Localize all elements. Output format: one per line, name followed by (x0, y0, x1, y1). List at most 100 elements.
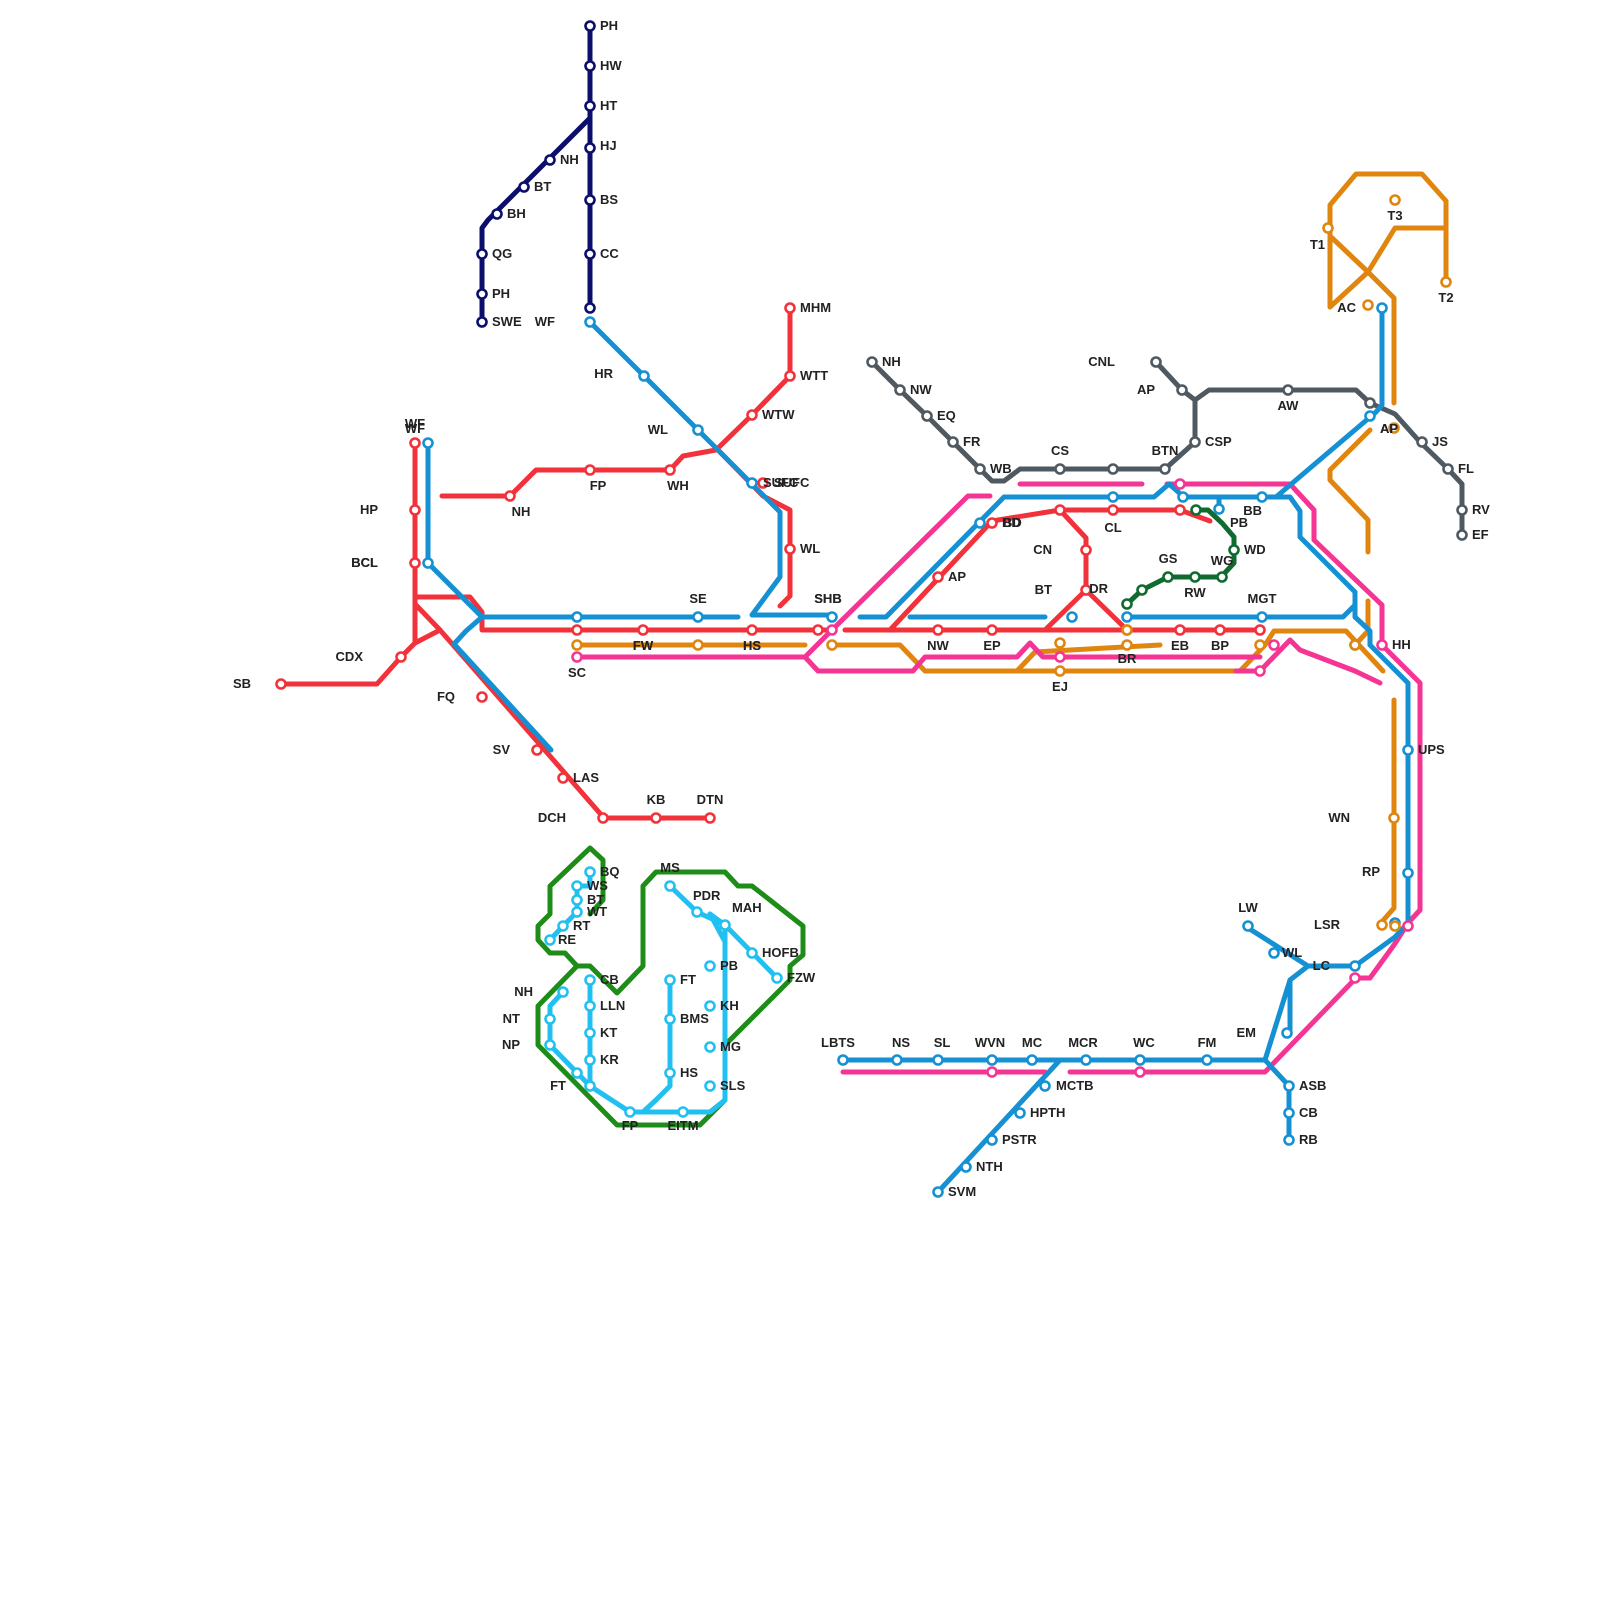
station-marker-blue-29[interactable] (934, 1056, 943, 1065)
station-marker-blue-14[interactable] (1258, 613, 1267, 622)
station-marker-cyan-3[interactable] (573, 908, 582, 917)
station-marker-blue-36[interactable] (1016, 1109, 1025, 1118)
station-marker-blue-26[interactable] (1285, 1136, 1294, 1145)
station-marker-orange-5[interactable] (1123, 626, 1132, 635)
station-marker-navy-6[interactable] (546, 156, 555, 165)
station-marker-cyan-11[interactable] (586, 1029, 595, 1038)
station-marker-pink-0[interactable] (573, 653, 582, 662)
station-marker-grey-7[interactable] (1161, 465, 1170, 474)
station-marker-blue-20[interactable] (1351, 962, 1360, 971)
station-marker-red-13[interactable] (478, 693, 487, 702)
station-marker-grey-5[interactable] (1056, 465, 1065, 474)
station-marker-navy-4[interactable] (586, 196, 595, 205)
station-marker-red-6[interactable] (666, 466, 675, 475)
station-marker-red-2[interactable] (748, 411, 757, 420)
station-marker-cyan-21[interactable] (773, 974, 782, 983)
station-marker-blue-5[interactable] (424, 559, 433, 568)
station-marker-orange-6[interactable] (1123, 641, 1132, 650)
station-marker-orange-15[interactable] (1442, 278, 1451, 287)
station-marker-grey-4[interactable] (976, 465, 985, 474)
station-marker-pink-5[interactable] (1270, 641, 1279, 650)
station-marker-red-27[interactable] (1216, 626, 1225, 635)
station-marker-navy-8[interactable] (493, 210, 502, 219)
station-marker-navy-12[interactable] (586, 304, 595, 313)
station-marker-red-12[interactable] (277, 680, 286, 689)
station-marker-blue-41[interactable] (1123, 613, 1132, 622)
station-marker-orange-11[interactable] (1390, 814, 1399, 823)
station-marker-red-35[interactable] (1176, 506, 1185, 515)
station-marker-cyan-2[interactable] (573, 896, 582, 905)
station-marker-cyan-0[interactable] (586, 868, 595, 877)
station-marker-red-8[interactable] (411, 439, 420, 448)
station-marker-blue-0[interactable] (586, 318, 595, 327)
station-marker-navy-9[interactable] (478, 250, 487, 259)
station-marker-cyan-18[interactable] (693, 908, 702, 917)
station-marker-blue-40[interactable] (1068, 613, 1077, 622)
station-marker-navy-11[interactable] (478, 318, 487, 327)
station-marker-grey-14[interactable] (1444, 465, 1453, 474)
station-marker-orange-0[interactable] (573, 641, 582, 650)
station-marker-cyan-19[interactable] (721, 921, 730, 930)
station-marker-blue-6[interactable] (573, 613, 582, 622)
station-marker-blue-2[interactable] (694, 426, 703, 435)
station-marker-red-11[interactable] (397, 653, 406, 662)
station-marker-cyan-6[interactable] (559, 988, 568, 997)
station-marker-red-28[interactable] (1256, 626, 1265, 635)
station-marker-cyan-20[interactable] (748, 949, 757, 958)
station-marker-orange-12[interactable] (1378, 921, 1387, 930)
station-marker-cyan-12[interactable] (586, 1056, 595, 1065)
station-marker-cyan-25[interactable] (706, 1082, 715, 1091)
station-marker-blue-23[interactable] (1283, 1029, 1292, 1038)
station-marker-red-20[interactable] (639, 626, 648, 635)
station-marker-blue-13[interactable] (1258, 493, 1267, 502)
station-marker-orange-16[interactable] (1391, 922, 1400, 931)
station-marker-red-23[interactable] (934, 626, 943, 635)
station-marker-red-19[interactable] (573, 626, 582, 635)
station-marker-blue-15[interactable] (1366, 412, 1375, 421)
station-marker-blue-9[interactable] (976, 519, 985, 528)
station-marker-blue-37[interactable] (988, 1136, 997, 1145)
station-marker-red-7[interactable] (506, 492, 515, 501)
station-marker-navy-7[interactable] (520, 183, 529, 192)
station-marker-pink-7[interactable] (988, 1068, 997, 1077)
station-marker-blue-39[interactable] (934, 1188, 943, 1197)
station-marker-cyan-23[interactable] (706, 1002, 715, 1011)
station-marker-red-1[interactable] (786, 372, 795, 381)
station-marker-pink-9[interactable] (1351, 974, 1360, 983)
station-marker-cyan-28[interactable] (666, 1069, 675, 1078)
station-marker-red-10[interactable] (411, 559, 420, 568)
station-marker-red-15[interactable] (559, 774, 568, 783)
station-marker-red-9[interactable] (411, 506, 420, 515)
station-marker-blue-17[interactable] (1404, 746, 1413, 755)
station-marker-red-0[interactable] (786, 304, 795, 313)
station-marker-red-24[interactable] (988, 626, 997, 635)
station-marker-red-22[interactable] (814, 626, 823, 635)
station-marker-blue-27[interactable] (839, 1056, 848, 1065)
station-marker-red-18[interactable] (706, 814, 715, 823)
station-marker-darkgreen-6[interactable] (1192, 506, 1201, 515)
station-marker-cyan-8[interactable] (546, 1041, 555, 1050)
station-marker-pink-3[interactable] (1176, 480, 1185, 489)
station-marker-grey-9[interactable] (1178, 386, 1187, 395)
station-marker-red-34[interactable] (1109, 506, 1118, 515)
station-marker-orange-3[interactable] (1056, 639, 1065, 648)
station-marker-blue-4[interactable] (424, 439, 433, 448)
station-marker-cyan-14[interactable] (573, 1069, 582, 1078)
station-marker-blue-18[interactable] (1404, 869, 1413, 878)
station-marker-darkgreen-0[interactable] (1123, 600, 1132, 609)
station-marker-blue-7[interactable] (694, 613, 703, 622)
station-marker-cyan-5[interactable] (546, 936, 555, 945)
station-marker-grey-12[interactable] (1366, 399, 1375, 408)
station-marker-blue-24[interactable] (1285, 1082, 1294, 1091)
station-marker-red-31[interactable] (1056, 506, 1065, 515)
station-marker-blue-11[interactable] (1179, 493, 1188, 502)
station-marker-navy-10[interactable] (478, 290, 487, 299)
station-marker-cyan-16[interactable] (679, 1108, 688, 1117)
station-marker-red-5[interactable] (586, 466, 595, 475)
station-marker-cyan-17[interactable] (666, 882, 675, 891)
station-marker-cyan-22[interactable] (706, 962, 715, 971)
station-marker-cyan-4[interactable] (559, 922, 568, 931)
station-marker-red-17[interactable] (652, 814, 661, 823)
station-marker-orange-7[interactable] (1256, 641, 1265, 650)
station-marker-grey-13[interactable] (1418, 438, 1427, 447)
